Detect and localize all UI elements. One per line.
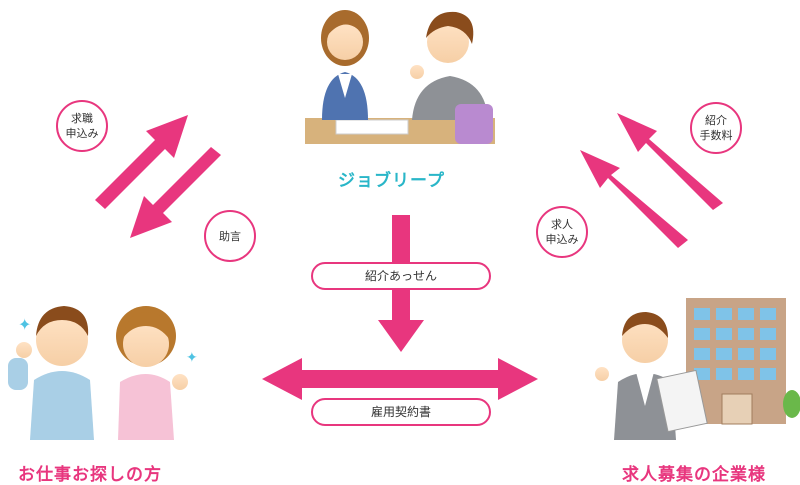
arrow-seeker-to-agency xyxy=(95,115,188,209)
arrow-agency-to-seeker xyxy=(130,147,221,238)
agency-label: ジョブリープ xyxy=(338,171,445,191)
agency-illustration xyxy=(305,10,495,144)
seeker-illustration: ✦ ✦ xyxy=(8,306,198,440)
svg-text:✦: ✦ xyxy=(186,350,198,366)
bubble-job-posting: 求人 申込み xyxy=(536,206,588,258)
bubble-fee: 紹介 手数料 xyxy=(690,102,742,154)
arrow-company-to-agency-fee xyxy=(617,113,723,210)
arrow-company-to-agency-posting xyxy=(580,150,688,248)
company-label: 求人募集の企業様 xyxy=(622,465,766,485)
seeker-label: お仕事お探しの方 xyxy=(18,465,162,485)
arrow-seeker-company xyxy=(262,358,538,400)
pill-introduction: 紹介あっせん xyxy=(311,262,491,290)
company-illustration xyxy=(595,298,800,440)
bubble-application: 求職 申込み xyxy=(56,100,108,152)
pill-contract: 雇用契約書 xyxy=(311,398,491,426)
bubble-advice: 助言 xyxy=(204,210,256,262)
svg-text:✦: ✦ xyxy=(18,315,31,334)
